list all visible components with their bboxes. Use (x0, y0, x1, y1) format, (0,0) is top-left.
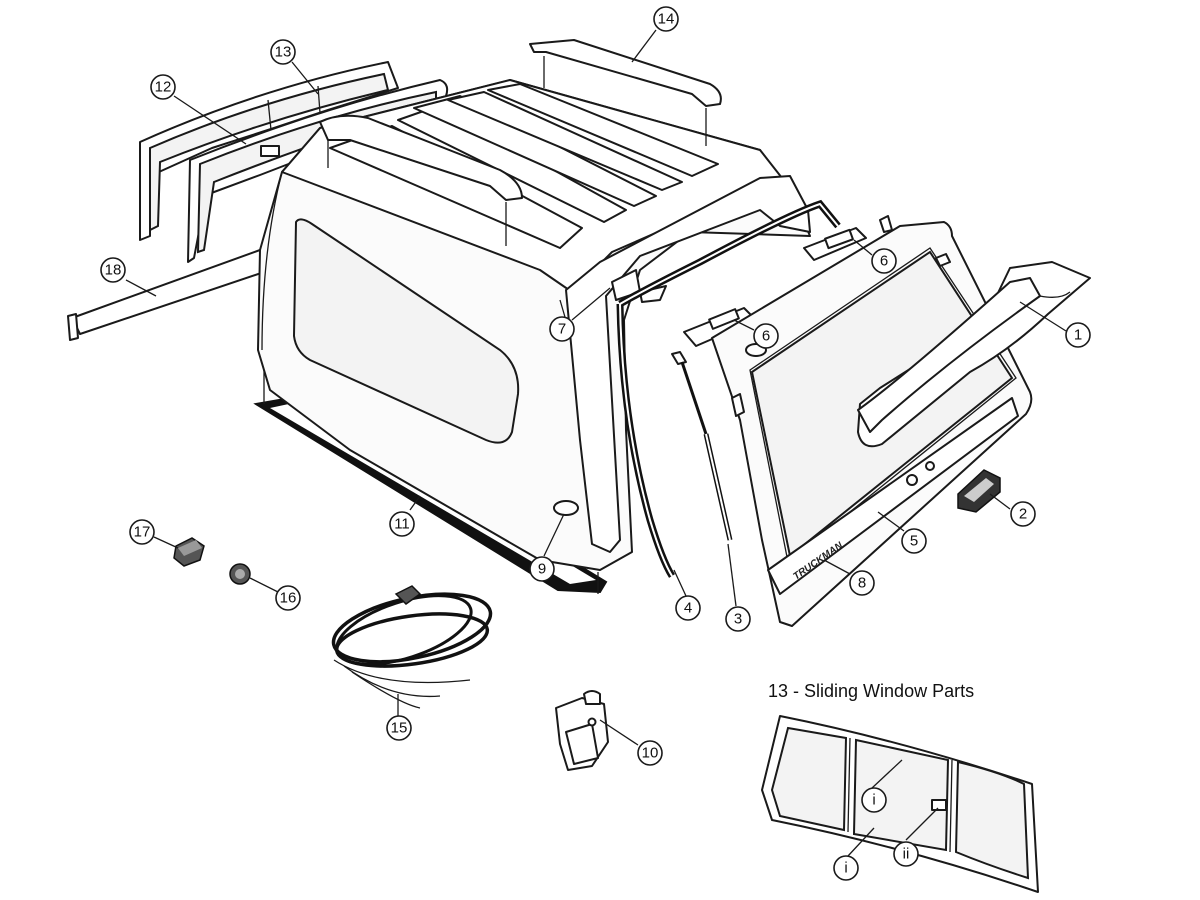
roof-rail-right (529, 39, 722, 146)
callout-2: 2 (1010, 501, 1036, 527)
inset-callout-i-bottom: i (833, 855, 859, 881)
interior-light (555, 690, 609, 771)
sliding-window-inset: 13 - Sliding Window Parts i i ii (761, 681, 1039, 893)
gas-strut (671, 351, 733, 541)
callout-18-label: 18 (105, 262, 122, 279)
callout-3-label: 3 (734, 611, 742, 628)
inset-callout-ii-label: ii (903, 846, 910, 863)
callout-11: 11 (389, 511, 415, 537)
callout-1: 1 (1065, 322, 1091, 348)
callout-5: 5 (901, 528, 927, 554)
callout-13-label: 13 (275, 44, 292, 61)
callout-15: 15 (386, 715, 412, 741)
callout-11-label: 11 (394, 516, 410, 533)
inset-callout-i-bottom-label: i (844, 860, 847, 877)
callout-16: 16 (275, 585, 301, 611)
connector-17 (173, 537, 205, 567)
callout-7: 7 (549, 316, 575, 342)
inset-title: 13 - Sliding Window Parts (768, 681, 974, 701)
callout-5-label: 5 (910, 533, 918, 550)
roof-rail-left (319, 114, 523, 246)
callout-6-upper: 6 (871, 248, 897, 274)
callout-6-lower: 6 (753, 323, 779, 349)
callout-8: 8 (849, 570, 875, 596)
inset-callout-ii: ii (893, 841, 919, 867)
mounting-rail (67, 249, 271, 341)
callout-12-label: 12 (155, 79, 172, 96)
leader-lines (125, 29, 1067, 746)
callout-12: 12 (150, 74, 176, 100)
inset-callout-i-top: i (861, 787, 887, 813)
callout-16-label: 16 (280, 590, 297, 607)
callout-1-label: 1 (1074, 327, 1082, 344)
callout-2-label: 2 (1019, 506, 1027, 523)
callout-10: 10 (637, 740, 663, 766)
hinge-lower (683, 307, 785, 347)
callout-4-label: 4 (684, 600, 692, 617)
callout-9-label: 9 (538, 561, 546, 578)
callout-3: 3 (725, 606, 751, 632)
wiring-harness (331, 585, 493, 709)
callout-7-label: 7 (558, 321, 566, 338)
inset-callout-i-top-label: i (872, 792, 875, 809)
callout-10-label: 10 (642, 745, 659, 762)
callout-14: 14 (653, 6, 679, 32)
callout-17: 17 (129, 519, 155, 545)
door-seal (616, 199, 841, 578)
callout-6-lower-label: 6 (762, 328, 770, 345)
callout-4: 4 (675, 595, 701, 621)
callout-6-upper-label: 6 (880, 253, 888, 270)
connector-16 (229, 563, 251, 585)
callout-17-label: 17 (134, 524, 151, 541)
rear-spoiler (857, 261, 1091, 448)
callout-9: 9 (529, 556, 555, 582)
callout-14-label: 14 (658, 11, 675, 28)
callout-8-label: 8 (858, 575, 866, 592)
callout-15-label: 15 (391, 720, 408, 737)
callout-18: 18 (100, 257, 126, 283)
callout-13: 13 (270, 39, 296, 65)
latch-handle (957, 469, 1001, 513)
